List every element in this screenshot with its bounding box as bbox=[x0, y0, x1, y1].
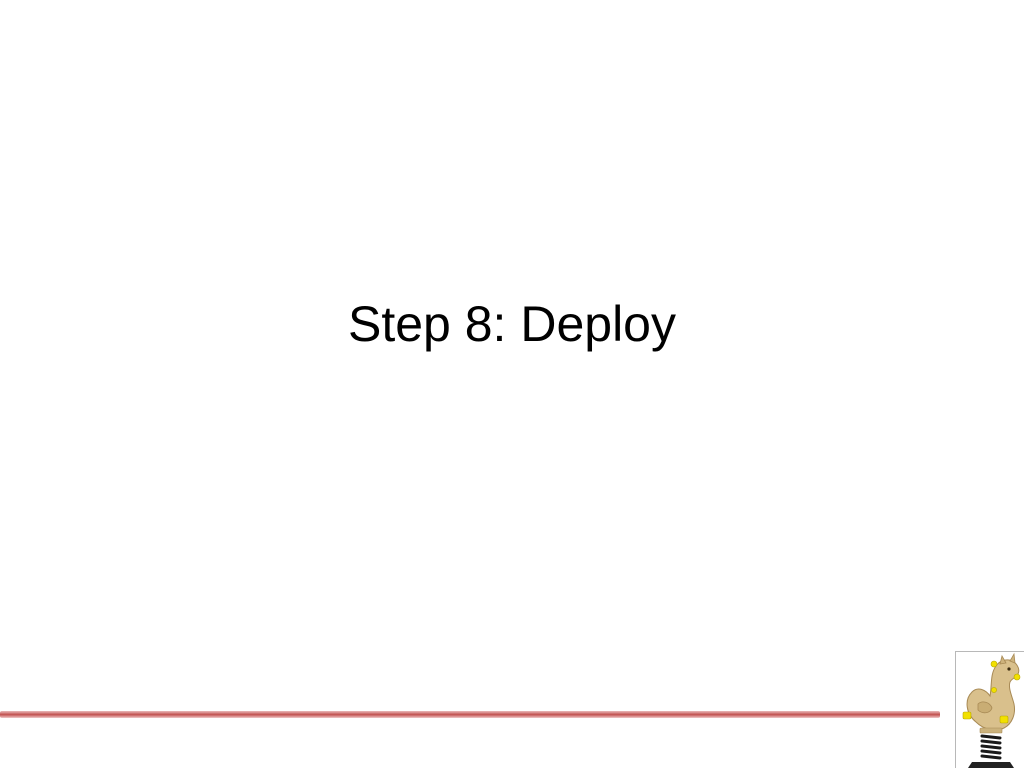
spring-rider-toy-icon bbox=[962, 652, 1021, 768]
slide-title: Step 8: Deploy bbox=[348, 296, 676, 352]
footer-divider-line bbox=[0, 711, 940, 718]
logo bbox=[955, 651, 1024, 768]
